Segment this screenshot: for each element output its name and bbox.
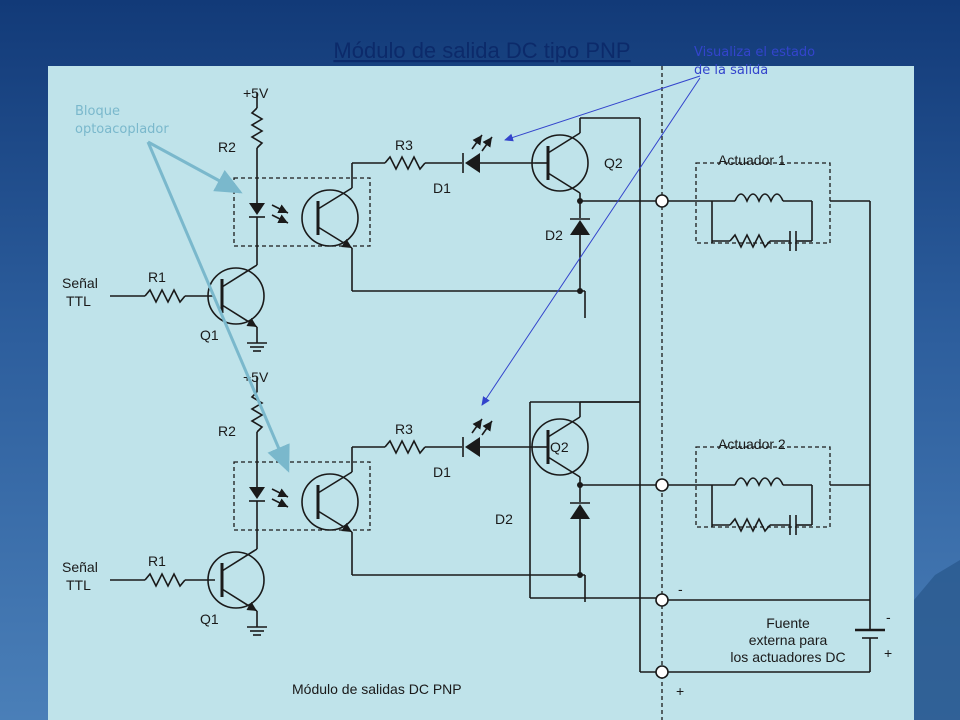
ch2-r2-label: R2 [218, 423, 236, 439]
ch1-r3-label: R3 [395, 137, 413, 153]
ch2-signal-label-1: Señal [62, 559, 98, 575]
annotation-arrow-opto-1 [147, 140, 243, 194]
ch1-supply-label: +5V [243, 85, 269, 101]
supply-plus: + [884, 645, 892, 661]
terminal-minus-1: - [678, 581, 683, 597]
ch2-d2-label: D2 [495, 511, 513, 527]
annotation-optocoupler-line1: Bloque [75, 104, 120, 119]
ch1-q2-label: Q2 [604, 155, 623, 171]
module-footer-label: Módulo de salidas DC PNP [292, 681, 462, 697]
diagram-panel [48, 66, 914, 720]
supply-minus: - [886, 609, 891, 625]
ch2-actuator-label: Actuador 2 [718, 436, 786, 452]
ch1-q1-label: Q1 [200, 327, 219, 343]
annotation-optocoupler-line2: optoacoplador [75, 122, 169, 137]
ch1-signal-label-2: TTL [66, 293, 91, 309]
ch2-r1-label: R1 [148, 553, 166, 569]
ch2-r3-label: R3 [395, 421, 413, 437]
annotation-output-line2: de la salida [694, 63, 768, 78]
supply-label-3: los actuadores DC [730, 649, 845, 665]
annotation-output-line1: Visualiza el estado [694, 45, 815, 60]
slide-title: Módulo de salida DC tipo PNP [333, 38, 630, 63]
ch2-signal-label-2: TTL [66, 577, 91, 593]
annotation-arrow-opto-2 [146, 141, 290, 473]
supply-label-2: externa para [749, 632, 828, 648]
corner-mountain-decoration [914, 560, 960, 720]
ch2-d1-label: D1 [433, 464, 451, 480]
ch1-actuator-label: Actuador 1 [718, 152, 786, 168]
ch1-d2-label: D2 [545, 227, 563, 243]
ch2-q2-label: Q2 [550, 439, 569, 455]
supply-label-1: Fuente [766, 615, 810, 631]
ch1-r1-label: R1 [148, 269, 166, 285]
ch1-signal-label-1: Señal [62, 275, 98, 291]
terminal-plus-1: + [676, 683, 684, 699]
annotation-arrow-led-2 [481, 77, 701, 406]
annotation-arrow-led-1 [504, 75, 701, 142]
ch2-q1-label: Q1 [200, 611, 219, 627]
ch1-d1-label: D1 [433, 180, 451, 196]
ch1-r2-label: R2 [218, 139, 236, 155]
